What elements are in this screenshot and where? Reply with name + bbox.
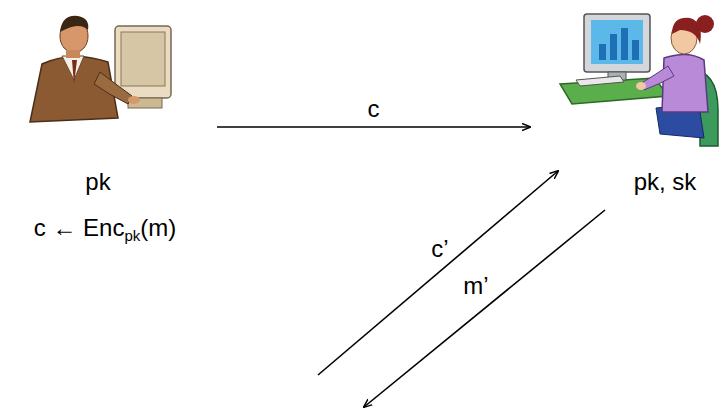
query-arrow — [318, 171, 558, 375]
receiver-figure — [560, 14, 718, 146]
key-label: c ← Encpk(m) — [34, 214, 177, 244]
sender: pk c ← Encpk(m) — [15, 8, 215, 250]
query-label: c’ — [431, 235, 448, 263]
key-label: pk — [85, 168, 110, 196]
receiver: pk, sk — [532, 8, 718, 202]
message-label: c — [368, 95, 380, 123]
answer-arrow — [364, 210, 605, 407]
message-arrow — [217, 126, 530, 128]
answer-label: m’ — [463, 272, 488, 300]
sender-figure — [30, 16, 171, 122]
key-label: pk, sk — [634, 168, 697, 196]
